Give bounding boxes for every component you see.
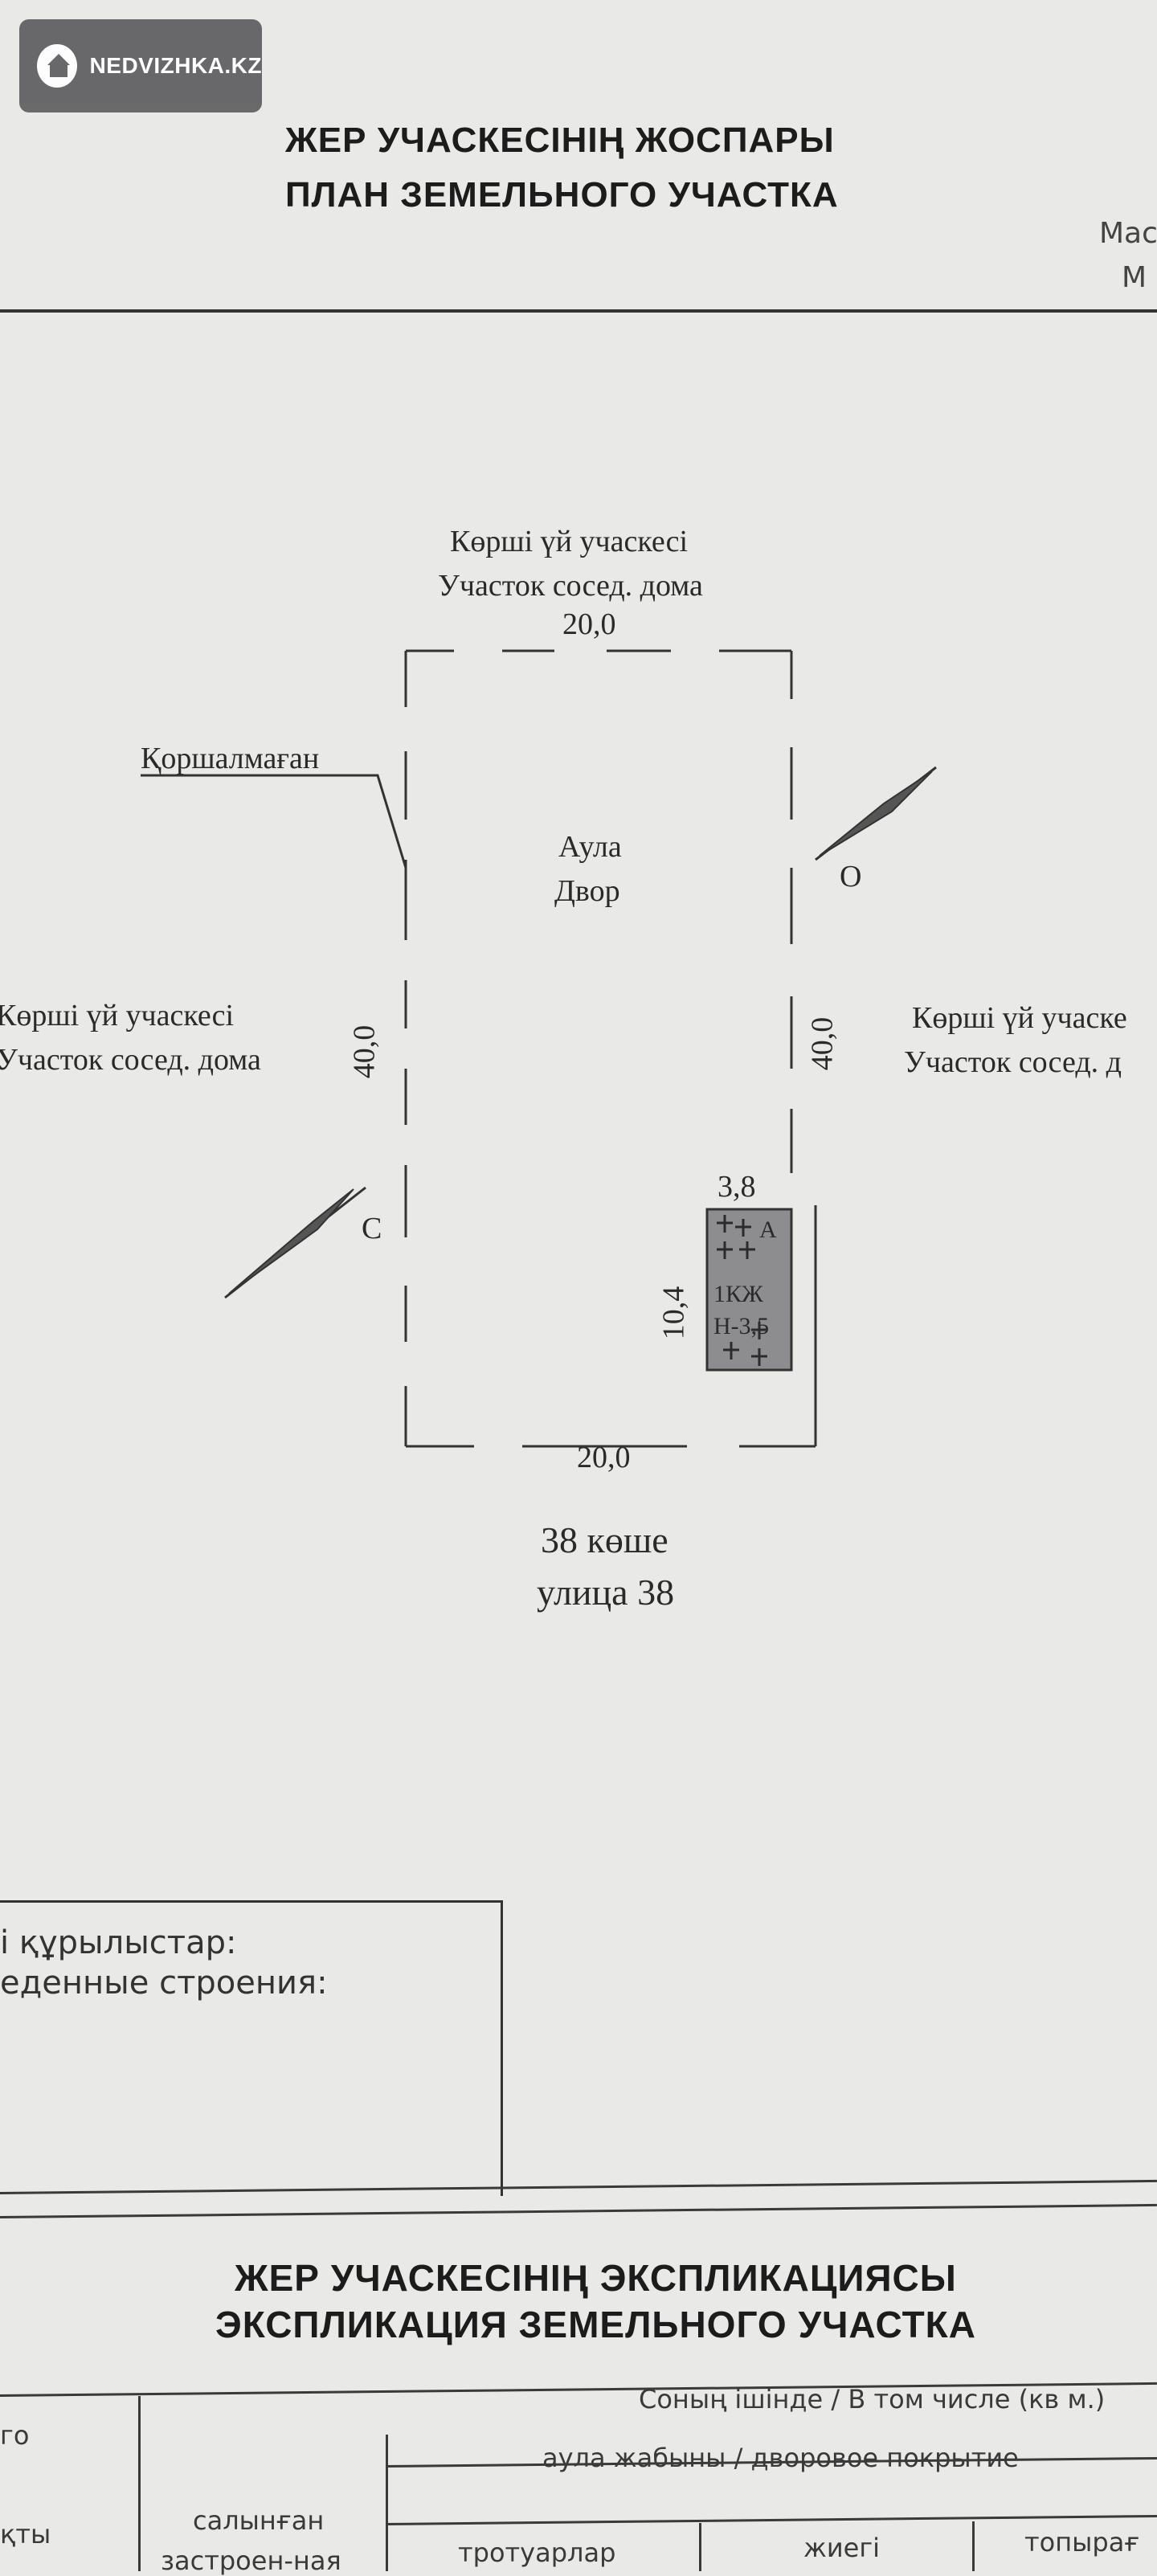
house-height: Н-3,5: [713, 1313, 769, 1339]
table-rule-3: [385, 2514, 1157, 2525]
col-left-bottom: қты: [0, 2519, 51, 2549]
watermark-text: NEDVIZHKA.KZ: [89, 53, 262, 78]
plan-title-kz: ЖЕР УЧАСКЕСІНІҢ ЖОСПАРЫ: [285, 121, 835, 160]
sidewalks-header: тротуарлар: [458, 2537, 616, 2568]
west-neighbor-kz: Көрші үй учаскесі: [0, 999, 235, 1032]
right-boundary: [739, 651, 817, 1448]
built-header-kz: салынған: [193, 2505, 325, 2536]
yard-label-ru: Двор: [554, 874, 620, 908]
soil-header: топырағ: [1024, 2527, 1140, 2558]
scale-fragment-2: М: [1122, 261, 1147, 294]
explication-title-kz: ЖЕР УЧАСКЕСІНІҢ ЭКСПЛИКАЦИЯСЫ: [235, 2257, 957, 2299]
street-ru: улица 38: [537, 1572, 675, 1613]
top-dimension: 20,0: [562, 607, 616, 641]
table-col-3: [699, 2523, 701, 2571]
box-right: [501, 1900, 503, 2196]
plan-title-ru: ПЛАН ЗЕМЕЛЬНОГО УЧАСТКА: [285, 175, 839, 215]
north-neighbor-kz: Көрші үй учаскесі: [450, 525, 689, 558]
south-arrow-icon: [815, 766, 937, 861]
built-header-ru: застроен-ная: [161, 2545, 341, 2576]
yard-label-kz: Аула: [558, 830, 622, 864]
house-letter: А: [759, 1216, 777, 1243]
section-rule-2: [0, 2203, 1157, 2218]
west-neighbor-ru: Участок сосед. дома: [0, 1043, 261, 1077]
home-icon: [37, 44, 77, 88]
buildings-label-kz: і құрылыстар:: [0, 1924, 237, 1961]
east-neighbor-ru: Участок сосед. д: [904, 1045, 1122, 1079]
box-top: [0, 1900, 502, 1903]
buildings-label-ru: еденные строения:: [0, 1965, 328, 2002]
south-arrow-letter: О: [840, 860, 862, 893]
table-col-1: [138, 2396, 141, 2571]
house-code: 1КЖ: [713, 1281, 763, 1307]
table-col-2: [386, 2435, 388, 2571]
yard-cover-header: аула жабыны / дворовое покрытие: [542, 2443, 1019, 2473]
north-arrow-letter: С: [362, 1212, 382, 1245]
house-block: А 1КЖ Н-3,5: [705, 1208, 793, 1372]
unfenced-leader: [141, 774, 407, 869]
house-width: 3,8: [718, 1170, 756, 1204]
north-neighbor-ru: Участок сосед. дома: [438, 569, 703, 603]
edge-header: жиегі: [803, 2533, 881, 2563]
street-kz: 38 көше: [541, 1519, 668, 1560]
table-col-4: [972, 2521, 975, 2571]
section-rule-1: [0, 2179, 1157, 2194]
header-rule: [0, 309, 1157, 313]
explication-title-ru: ЭКСПЛИКАЦИЯ ЗЕМЕЛЬНОГО УЧАСТКА: [215, 2304, 976, 2345]
incl-header: Соның ішінде / В том числе (кв м.): [639, 2384, 1106, 2414]
watermark-badge: NEDVIZHKA.KZ: [19, 19, 262, 112]
col-left-top: го: [0, 2420, 30, 2451]
east-neighbor-kz: Көрші үй учаске: [912, 1001, 1127, 1035]
unfenced-label: Қоршалмаған: [141, 742, 320, 775]
scale-fragment-1: Мас: [1099, 217, 1157, 250]
north-arrow-icon: [224, 1186, 366, 1299]
site-plan-drawing: А 1КЖ Н-3,5: [141, 649, 937, 1448]
left-boundary: [404, 651, 474, 1448]
